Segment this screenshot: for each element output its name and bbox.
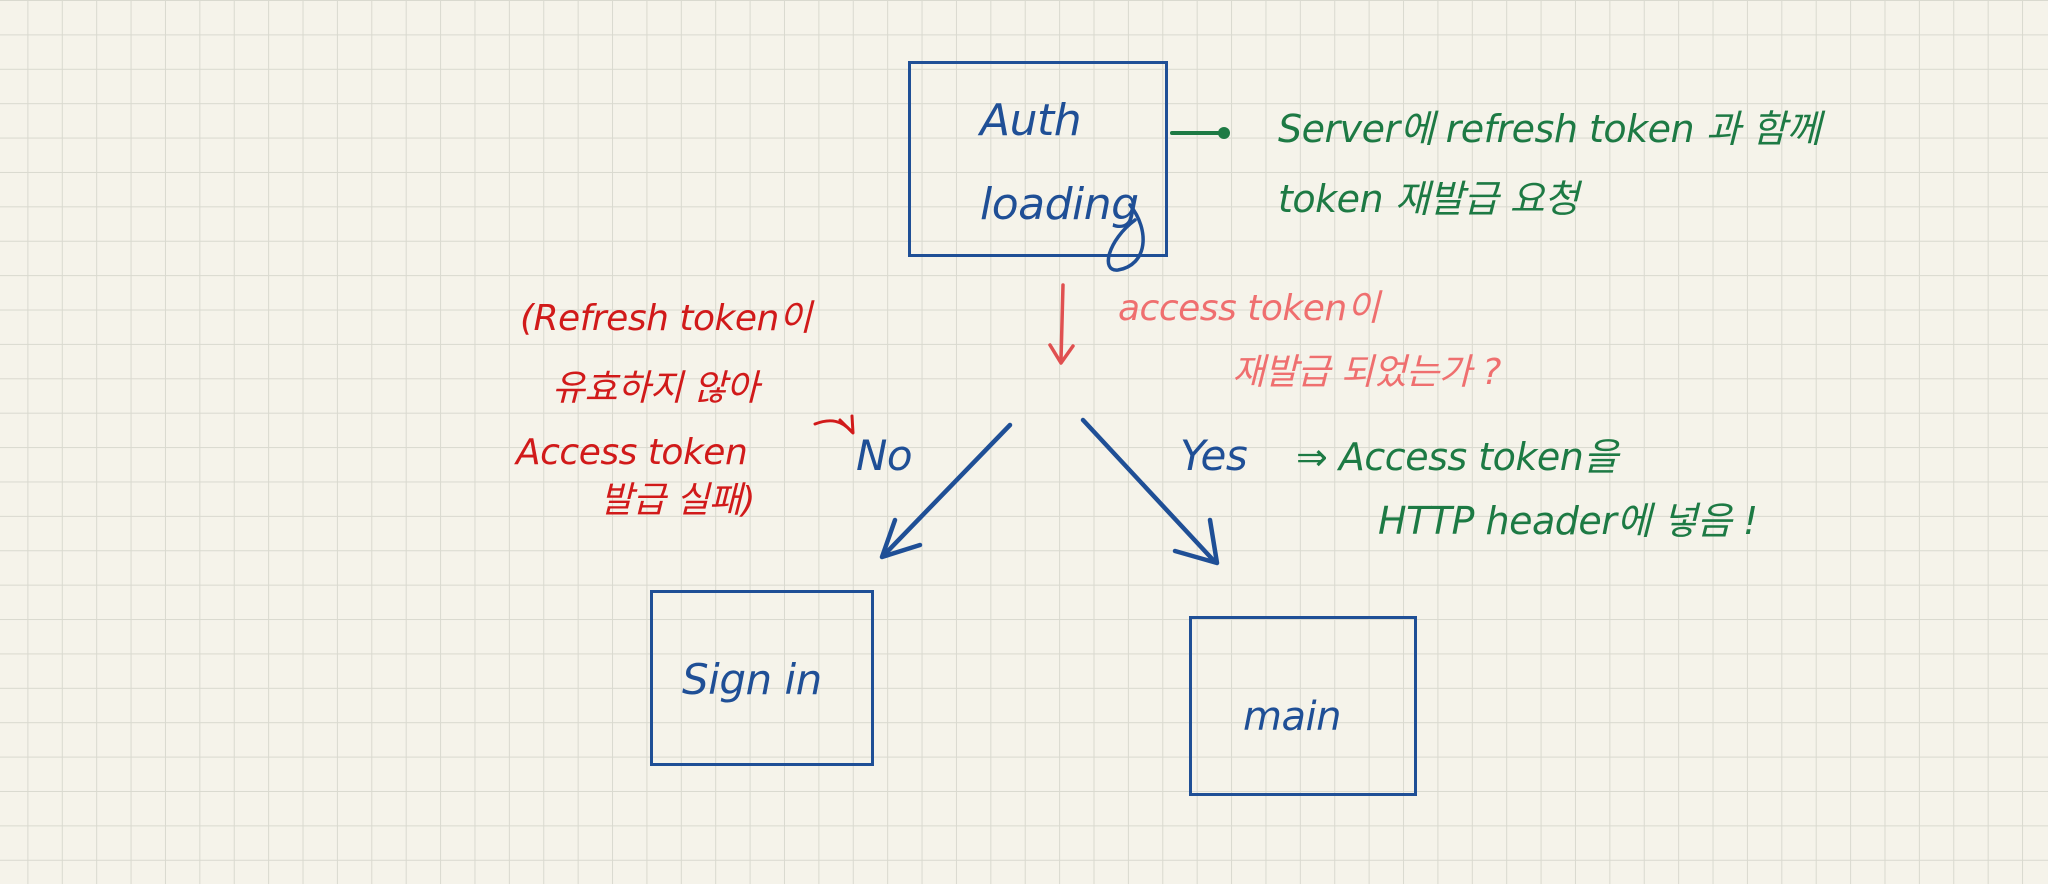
sign-in-label: Sign in [682, 655, 822, 704]
sign-in-box [650, 590, 874, 766]
no-reason-note-line4: 발급 실패) [600, 480, 755, 521]
yes-result-note-line2: HTTP header에 넣음 ! [1378, 499, 1758, 543]
no-reason-note-line1: (Refresh token이 [520, 298, 812, 339]
question-note-line2: 재발급 되었는가 ? [1232, 352, 1501, 393]
question-note-line1: access token이 [1118, 288, 1380, 329]
main-label: main [1243, 694, 1341, 740]
main-box [1189, 616, 1417, 796]
reason-to-no-arrow [813, 414, 855, 435]
auth-loading-label-line1: Auth [980, 95, 1082, 146]
no-branch-label: No [856, 431, 913, 480]
server-request-note-line2: token 재발급 요청 [1278, 177, 1579, 221]
auth-loading-box [908, 61, 1168, 257]
auth-to-server-arrow [1170, 127, 1230, 139]
yes-branch-label: Yes [1180, 431, 1248, 480]
server-request-note-line1: Server에 refresh token 과 함께 [1278, 107, 1821, 151]
no-reason-note-line3: Access token [516, 432, 748, 473]
yes-result-note-line1: ⇒ Access token을 [1296, 435, 1618, 479]
auth-loading-label-line2: loading [980, 179, 1139, 230]
auth-down-arrow [1048, 283, 1075, 365]
no-reason-note-line2: 유효하지 않아 [552, 368, 759, 409]
